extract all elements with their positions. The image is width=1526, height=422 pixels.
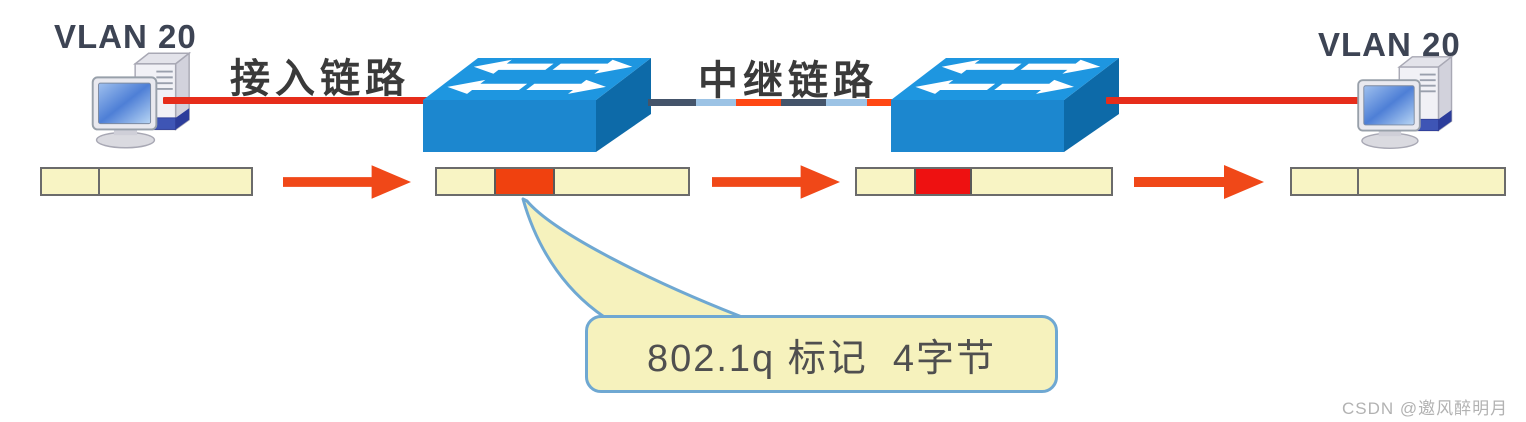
flow-arrow-3: [1134, 165, 1264, 199]
switch-icon-left: [423, 58, 651, 152]
frame-vlan-tag-cell: [494, 169, 555, 194]
frame-host-right: [1290, 167, 1506, 196]
frame-after-switch2: [855, 167, 1113, 196]
trunk-dash-orange: [736, 99, 781, 106]
frame-host-left: [40, 167, 253, 196]
trunk-dash-blue: [696, 99, 736, 106]
trunk-dash-blue: [826, 99, 867, 106]
trunk-dash-dark: [648, 99, 696, 106]
callout-text: 802.1q 标记 4字节: [646, 337, 997, 380]
frame-payload-cell: [1359, 169, 1504, 194]
frame-payload-cell: [555, 169, 688, 194]
watermark: CSDN @邀风醉明月: [1342, 399, 1509, 418]
switch-icon-right: [891, 58, 1119, 152]
callout-bubble: 802.1q 标记 4字节: [585, 315, 1058, 393]
frame-vlan-tag-cell: [914, 169, 972, 194]
frame-payload-cell: [100, 169, 251, 194]
frame-after-switch1: [435, 167, 690, 196]
flow-arrow-1: [283, 165, 411, 199]
vlan-label-left: VLAN 20: [54, 18, 197, 55]
frame-payload-cell: [972, 169, 1111, 194]
flow-arrow-2: [712, 165, 840, 199]
frame-header-cell: [857, 169, 914, 194]
trunk-dash-orange: [867, 99, 902, 106]
trunk-link-line: [648, 99, 902, 106]
pc-icon-right: [1357, 55, 1453, 150]
trunk-dash-dark: [781, 99, 826, 106]
frame-header-cell: [42, 169, 100, 194]
access-link-line-left: [163, 97, 433, 104]
access-link-line-right: [1106, 97, 1372, 104]
trunk-link-label: 中继链路: [698, 59, 878, 103]
frame-header-cell: [1292, 169, 1359, 194]
access-link-label: 接入链路: [230, 57, 410, 101]
frame-header-cell: [437, 169, 494, 194]
